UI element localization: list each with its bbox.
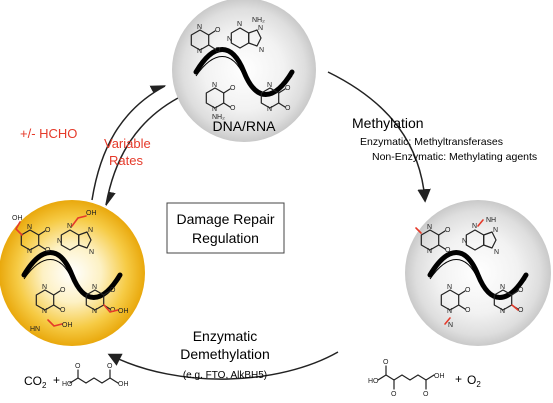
- methylation-title: Methylation: [352, 115, 424, 131]
- demethylation-line2: Demethylation: [180, 346, 270, 362]
- damage-repair-line2: Regulation: [192, 230, 259, 246]
- methyl-mark: [511, 304, 519, 311]
- demethylation-arrow: [107, 351, 339, 380]
- hydroxymethyl-mark: [15, 221, 23, 236]
- alpha-ketoglutarate-structure: HO O O O OH: [368, 359, 445, 398]
- methylation-non-enzymatic: Non-Enzymatic: Methylating agents: [372, 151, 537, 163]
- svg-text:OH: OH: [86, 210, 97, 217]
- svg-text:NH₂: NH₂: [252, 17, 265, 24]
- svg-text:OH: OH: [62, 322, 73, 329]
- methylation-arrow: [327, 71, 431, 203]
- methylation-enzymatic: Enzymatic: Methyltransferases: [360, 136, 503, 148]
- svg-text:OH: OH: [118, 381, 129, 388]
- svg-text:O: O: [391, 391, 397, 398]
- svg-text:OH: OH: [118, 308, 129, 315]
- products: CO2 + HO O O OH: [24, 363, 129, 390]
- dna-rna-sphere: NH₂ NH₂ DNA/RNA: [172, 0, 316, 142]
- svg-text:O: O: [75, 363, 81, 370]
- dna-rna-label: DNA/RNA: [212, 118, 276, 134]
- reverse-equilibrium-arrow: [105, 97, 179, 207]
- hydroxymethyl-sphere: OH OH HN OH OH: [0, 200, 145, 346]
- methyl-mark: [415, 227, 422, 234]
- co2-label: CO2: [24, 374, 47, 390]
- svg-text:O: O: [423, 391, 429, 398]
- demethylation-examples: (e.g. FTO, AlkBH5): [183, 370, 267, 381]
- methyl-mark: [444, 317, 451, 325]
- svg-text:NH₂: NH₂: [212, 114, 225, 121]
- succinate-structure: HO O O OH: [62, 363, 129, 388]
- svg-text:HN: HN: [30, 326, 40, 333]
- svg-text:OH: OH: [434, 373, 445, 380]
- damage-repair-line1: Damage Repair: [176, 211, 274, 227]
- methylated-sphere: NH N: [405, 200, 551, 346]
- products-plus: +: [53, 373, 60, 387]
- svg-text:N: N: [448, 322, 453, 329]
- reactants-plus: +: [455, 372, 462, 386]
- hydroxymethyl-mark: [103, 304, 119, 313]
- svg-text:O: O: [383, 359, 389, 366]
- hydroxymethyl-mark: [47, 319, 63, 327]
- svg-text:HO: HO: [368, 378, 379, 385]
- svg-text:NH: NH: [486, 217, 496, 224]
- svg-text:HO: HO: [62, 381, 73, 388]
- variable-rates-line2: Rates: [109, 153, 143, 168]
- demethylation-line1: Enzymatic: [193, 328, 258, 344]
- damage-repair-box: Damage Repair Regulation: [166, 202, 285, 254]
- forward-equilibrium-arrow: [91, 85, 167, 201]
- svg-text:OH: OH: [12, 215, 23, 222]
- variable-rates-line1: Variable: [104, 136, 151, 151]
- hcho-label: +/- HCHO: [20, 126, 77, 141]
- hydroxymethyl-mark: [71, 215, 87, 227]
- o2-label: O2: [467, 373, 481, 389]
- reactants: HO O O O OH + O2: [368, 359, 481, 398]
- methyl-mark: [477, 219, 484, 227]
- svg-text:O: O: [107, 363, 113, 370]
